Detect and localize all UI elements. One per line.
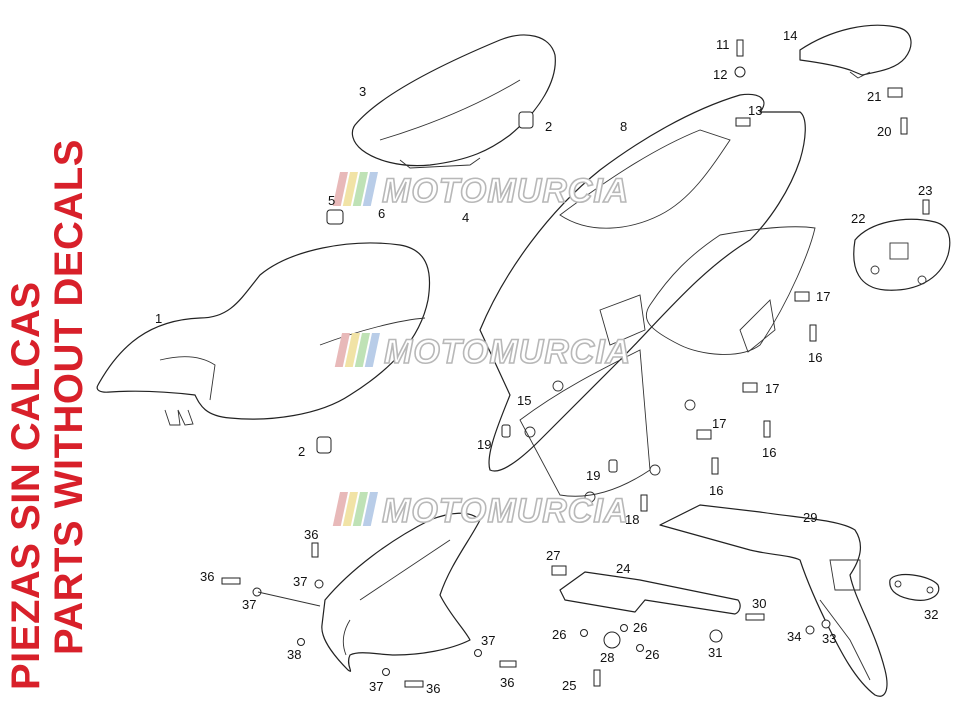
callout-label: 17 [765,381,779,396]
callout-label: 16 [808,350,822,365]
callout-label: 18 [625,512,639,527]
callout-label: 30 [752,596,766,611]
callout-label: 20 [877,124,891,139]
wm-stripe [344,333,360,367]
callout-label: 1 [155,311,162,326]
callout-label: 25 [562,678,576,693]
callout-label: 32 [924,607,938,622]
callout-label: 6 [378,206,385,221]
callout-label: 23 [918,183,932,198]
tail-fairing [479,93,816,503]
callout-label: 37 [242,597,256,612]
watermark: MOTOMURCIA MOTOMURCIA MOTOMURCIA [332,171,631,531]
callout-label: 2 [545,119,552,134]
tail-cover [799,24,912,79]
callout-label: 14 [783,28,797,43]
callout-label: 29 [803,510,817,525]
plate-bracket [559,571,741,615]
callout-label: 17 [816,289,830,304]
callout-label: 36 [304,527,318,542]
callout-label: 26 [645,647,659,662]
callout-label: 31 [708,645,722,660]
wm-stripe [352,492,368,526]
wm-stripe [354,333,370,367]
callout-label: 28 [600,650,614,665]
license-plate-holder [659,504,888,697]
callout-label: 2 [298,444,305,459]
callout-label: 13 [748,103,762,118]
wm-stripe [364,333,380,367]
callout-label: 3 [359,84,366,99]
watermark-text: MOTOMURCIA [382,172,629,210]
callout-label: 5 [328,193,335,208]
callout-label: 24 [616,561,630,576]
callout-label: 36 [500,675,514,690]
callout-label: 4 [462,210,469,225]
callout-label: 21 [867,89,881,104]
callout-label: 37 [369,679,383,694]
callout-label: 22 [851,211,865,226]
callout-label: 37 [293,574,307,589]
callout-label: 15 [517,393,531,408]
wm-stripe [362,172,378,206]
hardware [221,39,930,688]
callout-label: 36 [200,569,214,584]
tail-light [853,218,951,291]
callout-label: 27 [546,548,560,563]
callout-label: 26 [633,620,647,635]
callout-label: 37 [481,633,495,648]
watermark-bottom: MOTOMURCIA [332,491,629,531]
reflector [889,573,940,601]
rider-seat [96,242,431,426]
lower-side-panel [321,512,481,672]
callout-label: 19 [477,437,491,452]
callout-label: 33 [822,631,836,646]
watermark-text: MOTOMURCIA [382,492,629,530]
callout-label: 36 [426,681,440,696]
watermark-top: MOTOMURCIA [332,171,629,211]
callout-labels: 1 2 2 3 4 5 6 8 11 12 13 14 15 16 16 16 … [155,28,938,696]
wm-stripe [334,333,350,367]
wm-stripe [332,172,348,206]
wm-stripe [352,172,368,206]
callout-label: 26 [552,627,566,642]
wm-stripe [342,172,358,206]
watermark-text: MOTOMURCIA [384,333,631,371]
callout-label: 16 [762,445,776,460]
watermark-middle: MOTOMURCIA [334,332,631,372]
callout-label: 12 [713,67,727,82]
callout-label: 17 [712,416,726,431]
wm-stripe [362,492,378,526]
callout-label: 19 [586,468,600,483]
rear-seat-cowl [351,34,556,169]
callout-label: 16 [709,483,723,498]
callout-label: 11 [716,37,730,52]
wm-stripe [332,492,348,526]
callout-label: 8 [620,119,627,134]
wm-stripe [342,492,358,526]
callout-label: 38 [287,647,301,662]
callout-label: 34 [787,629,801,644]
